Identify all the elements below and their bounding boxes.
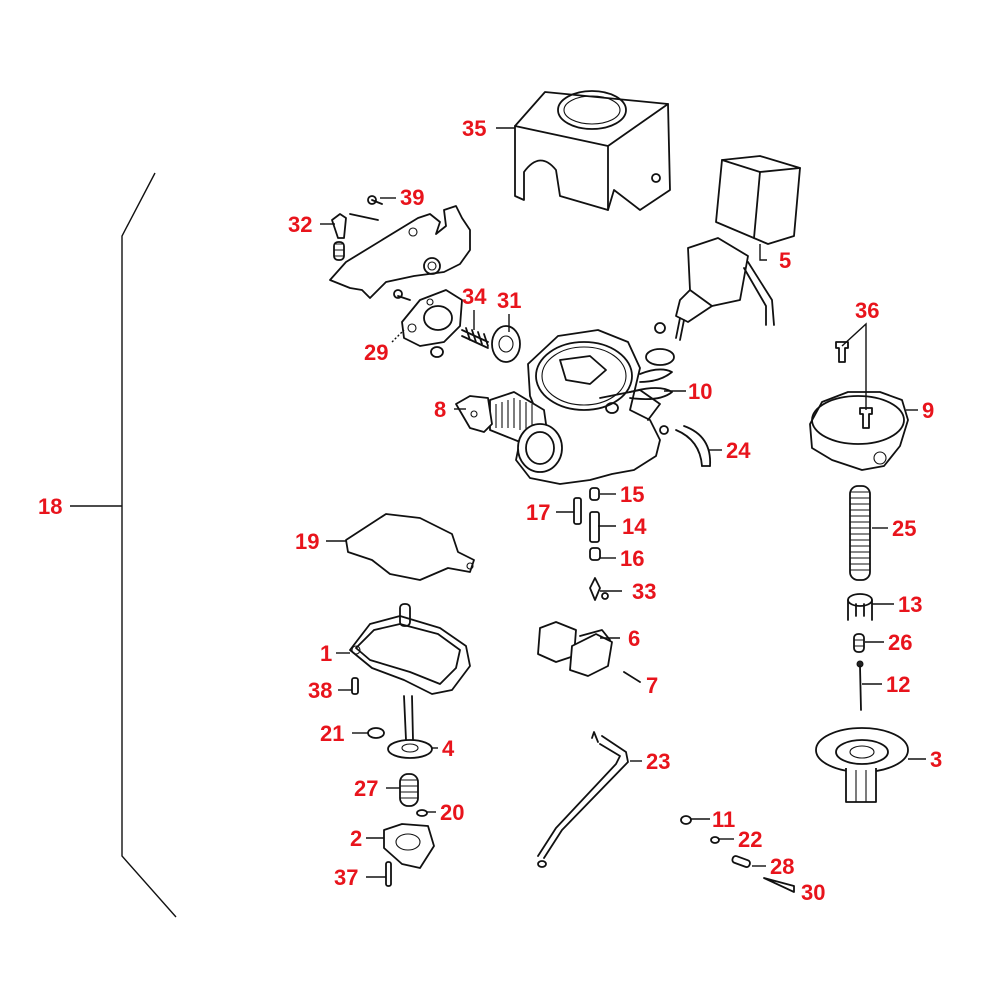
callout-31: 31 bbox=[497, 288, 521, 313]
part-needle-stack bbox=[815, 593, 909, 803]
callout-22: 22 bbox=[738, 827, 762, 852]
part-chamber-gasket bbox=[345, 513, 475, 581]
callout-38: 38 bbox=[308, 678, 332, 703]
callout-3: 3 bbox=[930, 747, 942, 772]
callout-24: 24 bbox=[726, 438, 751, 463]
callout-32: 32 bbox=[288, 212, 312, 237]
part-throttle-bracket bbox=[329, 195, 471, 299]
callout-18: 18 bbox=[38, 494, 62, 519]
leader-lines bbox=[320, 127, 926, 878]
callout-26: 26 bbox=[888, 630, 912, 655]
callout-30: 30 bbox=[801, 880, 825, 905]
part-air-cut-valve bbox=[393, 289, 521, 363]
part-float-chamber bbox=[349, 603, 471, 695]
callout-23: 23 bbox=[646, 749, 670, 774]
callout-7: 7 bbox=[646, 673, 658, 698]
callout-27: 27 bbox=[354, 776, 378, 801]
part-float bbox=[537, 621, 641, 683]
callout-21: 21 bbox=[320, 721, 344, 746]
callout-29: 29 bbox=[364, 340, 388, 365]
callout-39: 39 bbox=[400, 185, 424, 210]
callout-25: 25 bbox=[892, 516, 916, 541]
callout-17: 17 bbox=[526, 500, 550, 525]
callout-20: 20 bbox=[440, 800, 464, 825]
callout-11: 11 bbox=[712, 807, 735, 832]
part-piston-spring bbox=[849, 485, 871, 581]
callout-9: 9 bbox=[922, 398, 934, 423]
part-jets bbox=[573, 487, 609, 601]
callout-37: 37 bbox=[334, 865, 358, 890]
callout-28: 28 bbox=[770, 854, 794, 879]
part-carburetor-body bbox=[455, 329, 711, 485]
callout-5: 5 bbox=[779, 248, 791, 273]
assembly-bracket bbox=[70, 172, 177, 918]
callout-34: 34 bbox=[462, 284, 487, 309]
part-accelerator-pump bbox=[367, 695, 435, 887]
callout-4: 4 bbox=[442, 736, 455, 761]
callout-13: 13 bbox=[898, 592, 922, 617]
callout-12: 12 bbox=[886, 672, 910, 697]
callout-14: 14 bbox=[622, 514, 647, 539]
part-choke-cover bbox=[514, 90, 671, 211]
callout-15: 15 bbox=[620, 482, 644, 507]
part-auto-choke bbox=[645, 155, 801, 366]
part-drain-tube bbox=[537, 731, 629, 868]
callout-35: 35 bbox=[462, 116, 486, 141]
part-top-cover bbox=[809, 341, 909, 471]
callout-16: 16 bbox=[620, 546, 644, 571]
part-small-hardware bbox=[680, 815, 795, 893]
callout-6: 6 bbox=[628, 626, 640, 651]
callout-1: 1 bbox=[320, 641, 332, 666]
callout-2: 2 bbox=[350, 826, 362, 851]
callout-19: 19 bbox=[295, 529, 319, 554]
callout-8: 8 bbox=[434, 397, 446, 422]
callout-10: 10 bbox=[688, 379, 712, 404]
callout-labels: 18 35 5 32 39 34 31 29 8 10 24 36 9 25 1… bbox=[38, 116, 942, 905]
callout-36: 36 bbox=[855, 298, 879, 323]
callout-33: 33 bbox=[632, 579, 656, 604]
